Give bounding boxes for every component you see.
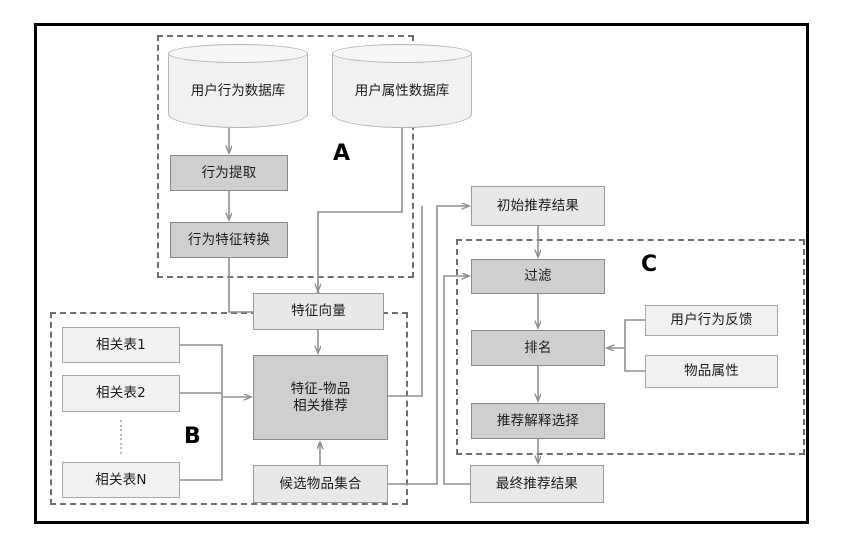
node-related-table-1[interactable]: 相关表1	[62, 327, 180, 363]
node-ranking[interactable]: 排名	[471, 330, 605, 366]
cylinder-body	[168, 53, 308, 128]
node-label: 相关表1	[96, 336, 146, 353]
node-user-attribute-db[interactable]: 用户属性数据库	[332, 44, 472, 128]
node-rec-explain-select[interactable]: 推荐解释选择	[471, 403, 605, 439]
node-final-rec-result[interactable]: 最终推荐结果	[470, 465, 604, 503]
node-related-table-n[interactable]: 相关表N	[62, 462, 180, 498]
node-behavior-feature-transform[interactable]: 行为特征转换	[170, 222, 288, 258]
node-label: 相关表N	[95, 471, 147, 488]
node-label: 初始推荐结果	[496, 197, 580, 214]
region-c-label: C	[641, 252, 658, 277]
node-user-behavior-db[interactable]: 用户行为数据库	[168, 44, 308, 128]
node-label: 推荐解释选择	[496, 412, 580, 429]
node-label: 行为提取	[201, 164, 257, 181]
node-label: 行为特征转换	[187, 231, 271, 248]
node-initial-rec-result[interactable]: 初始推荐结果	[471, 186, 605, 226]
cylinder-top	[168, 44, 308, 63]
node-label: 候选物品集合	[279, 475, 362, 492]
region-a-label: A	[333, 141, 351, 166]
node-behavior-extract[interactable]: 行为提取	[170, 155, 288, 191]
node-label: 排名	[524, 339, 552, 356]
node-related-table-2[interactable]: 相关表2	[62, 375, 180, 412]
node-label: 用户属性数据库	[354, 83, 450, 99]
node-label: 特征向量	[291, 303, 346, 320]
cylinder-body	[332, 53, 472, 128]
node-label: 相关表2	[96, 385, 146, 402]
cylinder-top	[332, 44, 472, 63]
node-filter[interactable]: 过滤	[471, 259, 605, 294]
node-label-line2: 相关推荐	[293, 397, 348, 414]
node-label: 过滤	[524, 268, 552, 285]
node-feature-item-recommendation[interactable]: 特征-物品 相关推荐	[253, 355, 388, 440]
node-candidate-item-set[interactable]: 候选物品集合	[253, 465, 388, 503]
node-feature-vector[interactable]: 特征向量	[253, 293, 384, 330]
node-label: 物品属性	[684, 363, 739, 380]
node-label-line1: 特征-物品	[290, 380, 351, 397]
node-label: 用户行为反馈	[670, 312, 753, 329]
vertical-ellipsis-icon	[120, 420, 122, 454]
region-b-label: B	[184, 424, 201, 449]
node-user-behavior-feedback[interactable]: 用户行为反馈	[645, 305, 778, 336]
node-item-attribute[interactable]: 物品属性	[645, 355, 778, 388]
node-label: 用户行为数据库	[190, 83, 286, 99]
node-label: 最终推荐结果	[495, 475, 579, 492]
